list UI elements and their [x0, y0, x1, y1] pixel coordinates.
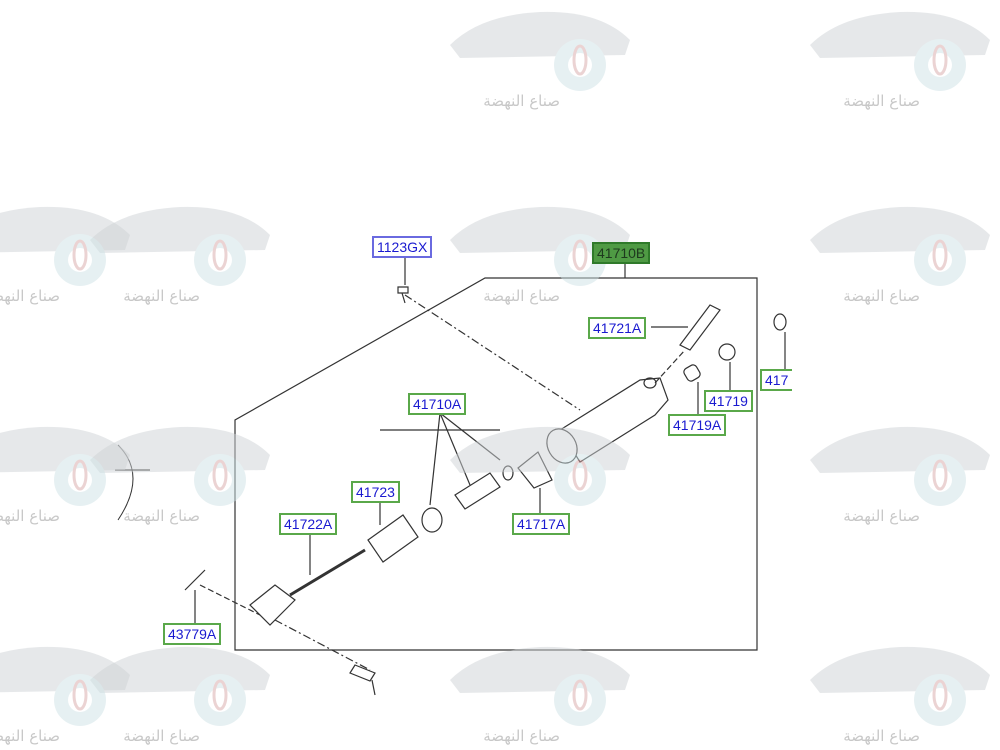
part-label-41710a[interactable]: 41710A — [408, 393, 467, 415]
part-label-41723[interactable]: 41723 — [351, 481, 400, 503]
split-pin — [184, 569, 206, 591]
clevis-pin — [349, 664, 376, 696]
piston-rod-boot — [367, 514, 419, 563]
boot — [517, 451, 553, 489]
part-label-41710b[interactable]: 41710B — [592, 242, 651, 264]
piston-cup — [421, 507, 443, 533]
nut — [718, 343, 736, 361]
part-label-41719a[interactable]: 41719A — [668, 414, 727, 436]
part-label-417-cut[interactable]: 417 — [760, 369, 792, 391]
part-label-43779a[interactable]: 43779A — [163, 623, 222, 645]
bolt-1123gx — [397, 286, 409, 304]
washer — [773, 313, 787, 331]
cylinder-body — [546, 377, 669, 464]
part-label-41722a[interactable]: 41722A — [279, 513, 338, 535]
spring — [683, 364, 701, 382]
part-label-41721a[interactable]: 41721A — [588, 317, 647, 339]
clevis — [249, 584, 296, 626]
part-label-1123gx[interactable]: 1123GX — [372, 236, 433, 258]
bleeder-screw — [679, 304, 721, 351]
assembly-frame — [234, 277, 758, 651]
part-label-41719[interactable]: 41719 — [704, 390, 753, 412]
piston — [454, 472, 501, 510]
seal-ring — [502, 465, 514, 481]
bolt-1123gx-axis — [404, 294, 581, 411]
part-label-41717a[interactable]: 41717A — [512, 513, 571, 535]
push-rod — [289, 548, 366, 597]
